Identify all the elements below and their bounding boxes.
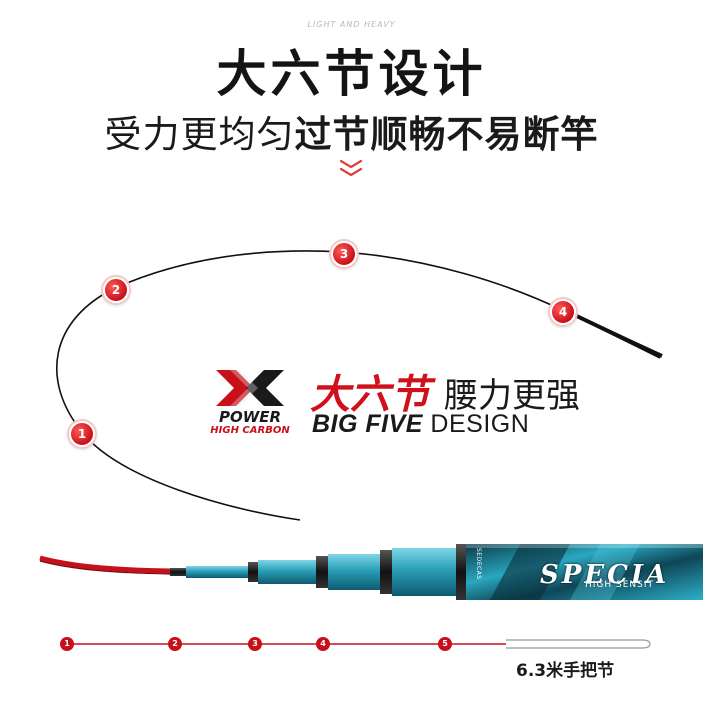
bend-node-4: 4 xyxy=(550,299,576,325)
chevron-down-icon xyxy=(339,159,363,177)
scale-tick-1: 1 xyxy=(60,637,74,651)
headline: 大六节设计 xyxy=(216,45,487,103)
bend-node-3: 3 xyxy=(331,241,357,267)
bend-node-1: 1 xyxy=(69,421,95,447)
fishing-rod-sections xyxy=(39,544,703,600)
subline-normal: 受力更均匀 xyxy=(104,113,295,156)
scale-tick-4: 4 xyxy=(316,637,330,651)
subline-bold: 过节顺畅不易断竿 xyxy=(294,113,599,156)
tagline: LIGHT AND HEAVY xyxy=(307,20,396,29)
rod-brand-text: SPECIA xyxy=(540,560,670,590)
x-power-logo xyxy=(216,370,284,406)
scale-tick-5: 5 xyxy=(438,637,452,651)
scale-tick-3: 3 xyxy=(248,637,262,651)
design-bold: BIG FIVE xyxy=(312,410,423,438)
rod-sub-text: HIGH SENSIT xyxy=(585,580,655,590)
bend-node-2: 2 xyxy=(103,277,129,303)
rod-vertical-text: SEDECAS xyxy=(475,548,482,580)
brand-high-carbon: HIGH CARBON xyxy=(210,425,290,436)
design-line: BIG FIVE DESIGN xyxy=(312,410,529,439)
section-scale-line xyxy=(62,639,651,649)
slogan-black: 腰力更强 xyxy=(444,376,580,416)
subline: 受力更均匀过节顺畅不易断竿 xyxy=(0,104,703,158)
design-rest: DESIGN xyxy=(422,410,530,438)
scale-tick-2: 2 xyxy=(168,637,182,651)
slogan-red: 大六节 xyxy=(310,372,430,418)
brand-power: POWER xyxy=(218,408,282,426)
handle-section-label: 6.3米手把节 xyxy=(516,661,615,681)
